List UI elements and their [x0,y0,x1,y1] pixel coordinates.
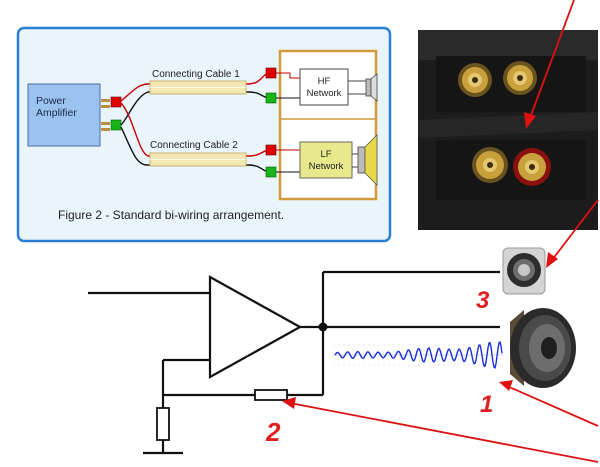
woofer-symbol [357,146,366,174]
callout-number-2: 2 [265,417,281,447]
ground-resistor [156,407,170,441]
cable-1-label: Connecting Cable 1 [152,69,240,80]
hf-terminal-red [265,67,277,79]
binding-post-bottom-right [513,148,551,186]
biwiring-figure-panel: Power Amplifier Connecting Cable 1 Conne… [16,26,392,243]
cable-2-label: Connecting Cable 2 [150,140,238,151]
hf-network-label-line1: HF [318,76,331,87]
callout-number-1: 1 [480,391,493,418]
amplifier-label-line2: Amplifier [36,107,77,119]
amp-terminal-green [110,119,122,131]
callout-arrows [282,0,599,463]
hf-network-box [299,68,349,106]
hf-terminal-green [265,92,277,104]
lf-network-box [299,141,353,179]
woofer-icon [510,308,576,388]
lf-network-label-line1: LF [320,149,331,160]
power-amplifier-box [27,83,101,147]
amplifier-schematic [88,270,500,455]
feedback-resistor [254,389,288,401]
connecting-cable-2 [120,102,271,173]
binding-post-bottom-left [472,147,508,183]
binding-post-top-right [503,61,537,95]
callout-number-3: 3 [476,287,490,314]
output-junction-dot [318,322,328,332]
tweeter-symbol [365,78,372,97]
signal-waveform [333,340,503,369]
binding-post-top-left [458,63,492,97]
figure-caption: Figure 2 - Standard bi-wiring arrangemen… [58,208,284,222]
amplifier-triangle-symbol [208,275,303,379]
lf-terminal-red [265,144,277,156]
lf-terminal-green [265,166,277,178]
amp-terminal-red [110,96,122,108]
hf-network-label-line2: Network [307,88,342,99]
lf-network-label-line2: Network [309,161,344,172]
binding-posts-photo [418,30,598,230]
tweeter-icon [502,247,546,295]
amplifier-label-line1: Power [36,95,66,107]
